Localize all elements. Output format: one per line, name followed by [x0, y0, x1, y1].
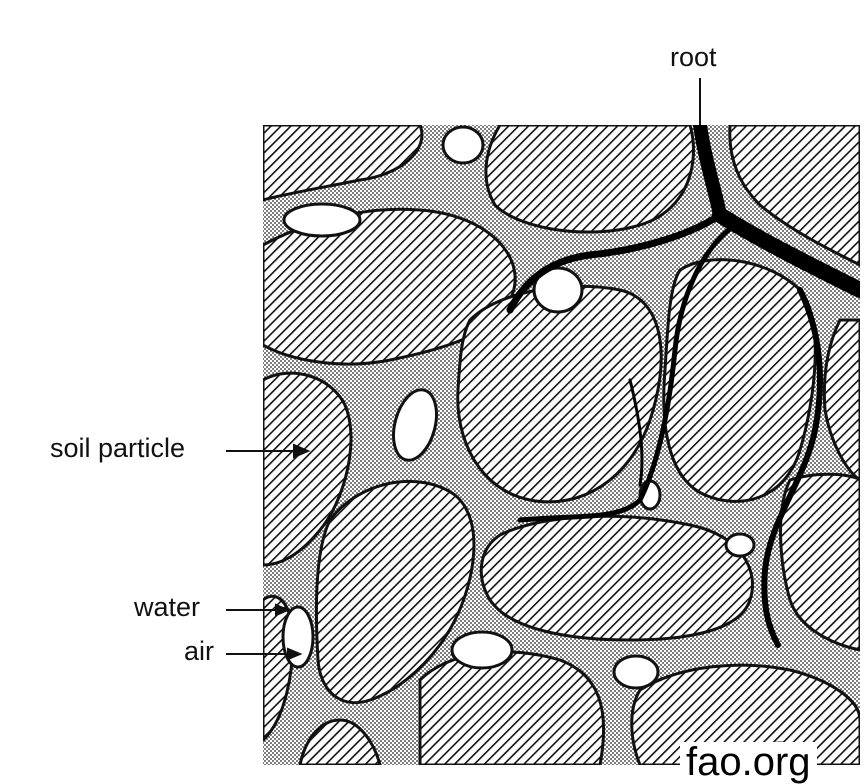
soil-particle-label: soil particle	[50, 435, 185, 462]
air-pocket	[614, 656, 658, 688]
root-label: root	[670, 44, 717, 71]
air-pocket	[443, 127, 483, 163]
air-pocket	[452, 632, 512, 668]
soil-particle	[481, 516, 752, 640]
soil-particle	[486, 125, 694, 232]
air-pocket	[726, 534, 754, 556]
source-watermark: fao.org	[680, 742, 817, 782]
air-pocket	[284, 204, 360, 236]
soil-particle	[420, 652, 604, 765]
water-label: water	[134, 594, 200, 621]
air-label: air	[184, 638, 214, 665]
